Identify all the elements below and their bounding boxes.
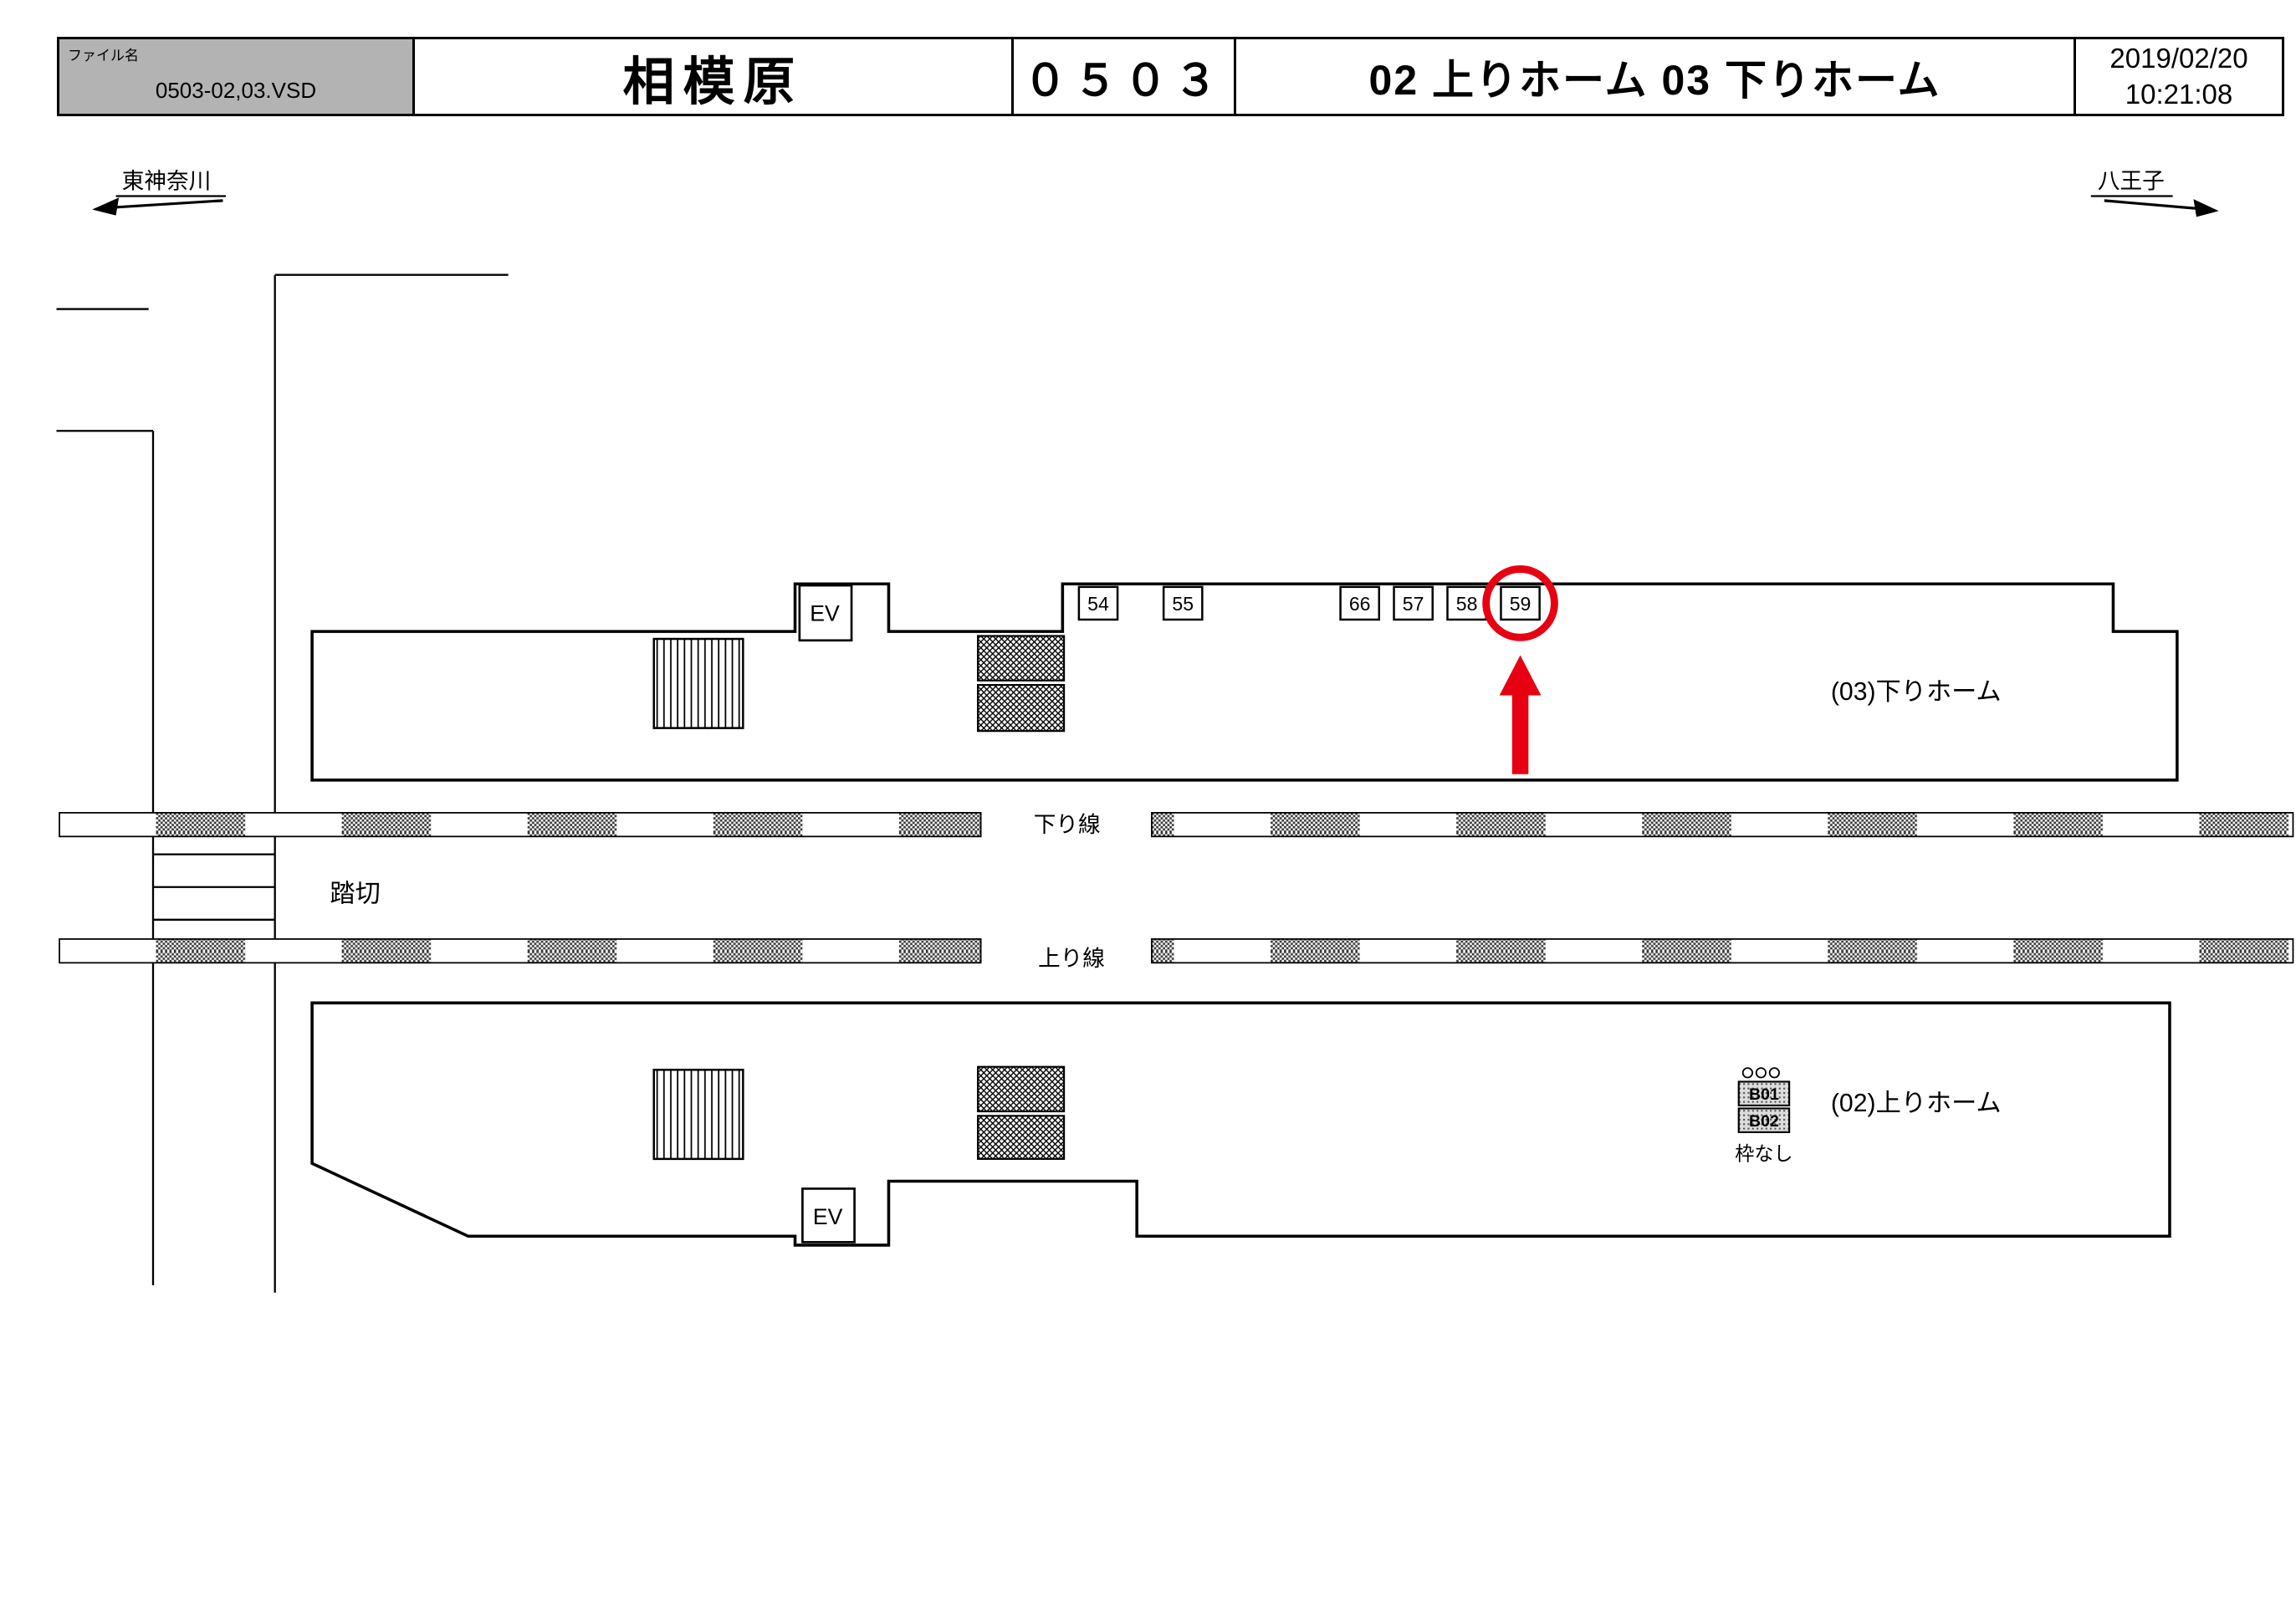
direction-right-arrow-shaft — [2104, 199, 2209, 212]
elevator-label: EV — [810, 601, 840, 626]
ad-box-label: 55 — [1172, 593, 1194, 615]
ad-box-frame — [1339, 585, 1381, 621]
highlight-circle — [1482, 565, 1558, 641]
sign-box-label: B01 — [1749, 1085, 1779, 1104]
ad-box-label: 54 — [1087, 593, 1109, 615]
sign-board-group: B01 B02 枠なし — [1735, 1067, 1793, 1165]
elevator-box — [801, 1187, 856, 1244]
elevator-label: EV — [813, 1204, 843, 1229]
level-crossing: 踏切 — [153, 853, 381, 921]
escalator — [977, 1065, 1066, 1113]
ad-box-58: 58 — [1446, 585, 1487, 621]
direction-right-arrow-icon — [2193, 199, 2219, 217]
platforms-title: 02 上りホーム 03 下りホーム — [1236, 39, 2076, 114]
highlight-arrow-icon — [1499, 655, 1542, 774]
up-track-label: 上り線 — [1038, 946, 1105, 971]
tracks: 下り線 上り線 踏切 — [59, 812, 2294, 971]
direction-left: 東神奈川 — [92, 169, 227, 216]
ad-box-frame — [1077, 585, 1119, 621]
file-name-cell: ファイル名 0503-02,03.VSD — [59, 39, 415, 114]
station-code: ０５０３ — [1014, 39, 1236, 114]
down-track — [1151, 812, 2294, 838]
ad-box-label: 59 — [1510, 593, 1532, 615]
ad-box-label: 57 — [1403, 593, 1424, 615]
platform-up-name: (02)上りホーム — [1831, 1090, 2002, 1117]
up-track — [59, 938, 982, 964]
time-text: 10:21:08 — [2125, 78, 2233, 110]
escalator — [977, 684, 1066, 733]
file-name-value: 0503-02,03.VSD — [155, 78, 317, 103]
stairs — [652, 637, 744, 729]
datetime-cell: 2019/02/20 10:21:08 — [2076, 39, 2282, 114]
ad-box-frame — [1500, 585, 1541, 621]
escalator — [977, 635, 1066, 682]
up-track — [1151, 938, 2294, 964]
sign-box-b02 — [1737, 1107, 1791, 1133]
down-track — [59, 812, 982, 838]
date-text: 2019/02/20 — [2109, 42, 2248, 74]
elevator-box — [798, 584, 853, 642]
sign-box-b01 — [1737, 1080, 1791, 1106]
crossing-label: 踏切 — [330, 879, 380, 907]
ad-box-66: 66 — [1339, 585, 1381, 621]
ad-box-label: 58 — [1456, 593, 1478, 615]
ad-box-frame — [1162, 585, 1204, 621]
sign-lamp-icon — [1741, 1067, 1753, 1079]
ad-box-frame — [1393, 585, 1434, 621]
direction-left-arrow-shaft — [104, 199, 223, 210]
file-name-label: ファイル名 — [68, 48, 139, 64]
sign-note: 枠なし — [1735, 1143, 1792, 1165]
direction-left-arrow-icon — [92, 197, 120, 216]
sign-box-label: B02 — [1749, 1112, 1779, 1131]
platform-down: EV (03)下りホーム 54 55 66 57 58 — [310, 565, 2179, 782]
sign-lamp-icon — [1755, 1067, 1767, 1079]
direction-left-label: 東神奈川 — [122, 169, 212, 194]
highlight-annotation — [1482, 565, 1558, 774]
ad-box-59: 59 — [1500, 585, 1541, 621]
stairs — [652, 1069, 744, 1161]
platform-down-outline — [310, 582, 2179, 782]
direction-right-label: 八王子 — [2098, 169, 2165, 194]
ad-box-54: 54 — [1077, 585, 1119, 621]
sign-lamp-icon — [1768, 1067, 1780, 1079]
ad-box-57: 57 — [1393, 585, 1434, 621]
platform-up: EV (02)上りホーム B01 B02 枠なし — [310, 1001, 2171, 1247]
title-block: ファイル名 0503-02,03.VSD 相模原 ０５０３ 02 上りホーム 0… — [57, 37, 2284, 116]
ad-box-label: 66 — [1349, 593, 1371, 615]
escalator — [977, 1115, 1066, 1160]
platform-down-name: (03)下りホーム — [1831, 678, 2002, 706]
direction-right: 八王子 — [2090, 169, 2219, 217]
station-name: 相模原 — [415, 39, 1014, 114]
area-boundaries — [56, 273, 509, 1293]
platform-up-outline — [310, 1001, 2171, 1247]
down-track-label: 下り線 — [1034, 812, 1101, 837]
ad-box-55: 55 — [1162, 585, 1204, 621]
